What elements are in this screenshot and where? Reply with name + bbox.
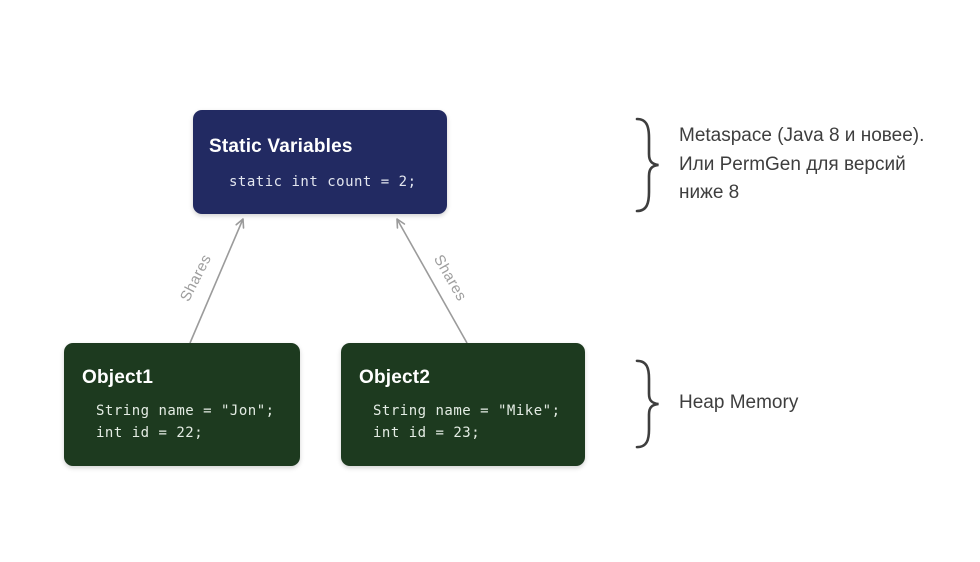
static-variables-title: Static Variables (209, 136, 353, 157)
object2-code: String name = "Mike"; int id = 23; (373, 400, 585, 444)
heap-annotation: Heap Memory (679, 392, 799, 413)
object2-box: Object2 String name = "Mike"; int id = 2… (341, 343, 585, 466)
object2-code-line-2: int id = 23; (373, 425, 481, 441)
object2-title: Object2 (359, 367, 431, 388)
object1-code-line-1: String name = "Jon"; (96, 403, 275, 419)
object2-code-line-1: String name = "Mike"; (373, 403, 561, 419)
shares-label-left: Shares (176, 251, 216, 305)
shares-label-right: Shares (430, 251, 470, 305)
heap-brace-icon (635, 359, 659, 449)
metaspace-line-3: ниже 8 (679, 182, 740, 203)
object1-code: String name = "Jon"; int id = 22; (96, 400, 300, 444)
object1-box: Object1 String name = "Jon"; int id = 22… (64, 343, 300, 466)
metaspace-line-1: Metaspace (Java 8 и новее). (679, 125, 925, 146)
static-variables-code: static int count = 2; (229, 174, 417, 190)
metaspace-brace-icon (635, 117, 659, 213)
metaspace-annotation: Metaspace (Java 8 и новее). Или PermGen … (679, 122, 924, 208)
object1-title: Object1 (82, 367, 154, 388)
metaspace-line-2: Или PermGen для версий (679, 153, 906, 175)
static-variables-box: Static Variables static int count = 2; (193, 110, 447, 214)
object1-code-line-2: int id = 22; (96, 425, 204, 441)
